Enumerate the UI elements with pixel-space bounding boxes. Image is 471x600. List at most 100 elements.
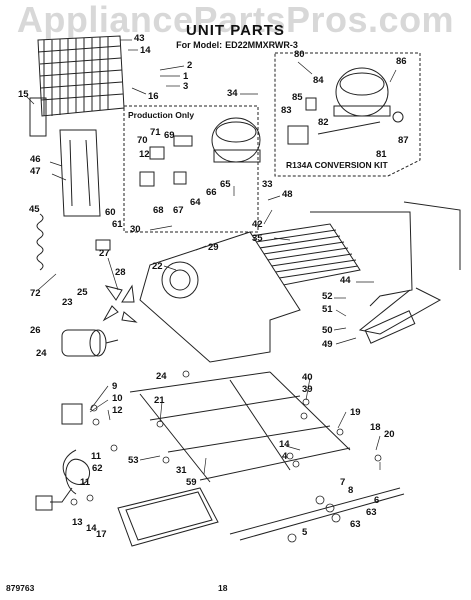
callout: 83: [281, 105, 292, 116]
callout: 8: [348, 485, 354, 496]
base-frame: [129, 371, 405, 541]
callout: 59: [186, 477, 197, 488]
callout: 9: [112, 381, 118, 392]
callout: 66: [206, 187, 217, 198]
callout: 80: [294, 49, 305, 60]
callout: 11: [91, 451, 102, 462]
callout: 22: [152, 261, 163, 272]
callout: 16: [148, 91, 159, 102]
callout: 2: [187, 60, 193, 71]
callout: 18: [370, 422, 381, 433]
callout: 45: [29, 204, 40, 215]
callout: 25: [77, 287, 88, 298]
callout: 34: [227, 88, 238, 99]
callout: 72: [30, 288, 41, 299]
condenser-coil: [29, 35, 125, 137]
callout: 24: [156, 371, 167, 382]
kit-compressor: [335, 67, 389, 117]
callout: 40: [302, 372, 313, 383]
callout: 85: [292, 92, 303, 103]
callout: 47: [30, 166, 41, 177]
callout: 5: [302, 527, 308, 538]
production-only-label: Production Only: [128, 110, 195, 120]
wire-harness: [35, 449, 90, 511]
callout: 4: [282, 451, 288, 462]
callout: 21: [154, 395, 165, 406]
callout: 44: [340, 275, 351, 286]
callout: 12: [139, 149, 150, 160]
callout: 12: [112, 405, 123, 416]
callout: 14: [140, 45, 151, 56]
callout: 64: [190, 197, 201, 208]
callout: 49: [322, 339, 333, 350]
callout: 62: [92, 463, 103, 474]
conversion-kit-label: R134A CONVERSION KIT: [286, 160, 388, 170]
callout: 30: [130, 224, 141, 235]
callout: 82: [318, 117, 329, 128]
callout: 14: [279, 439, 290, 450]
callout: 13: [72, 517, 83, 528]
callout: 50: [322, 325, 333, 336]
watermark: AppliancePartsPros.com: [16, 0, 455, 40]
callout: 23: [62, 297, 73, 308]
callout: 70: [137, 135, 148, 146]
callout: 24: [36, 348, 47, 359]
model-prefix: For Model:: [176, 40, 223, 50]
callout: 87: [398, 135, 409, 146]
callout: 11: [80, 477, 91, 488]
callout: 42: [252, 219, 263, 230]
callout: 7: [340, 477, 346, 488]
callout: 39: [302, 384, 313, 395]
motor-bracket: [139, 231, 301, 363]
callout: 27: [99, 248, 110, 259]
callout: 61: [112, 219, 123, 230]
document-code: 879763: [6, 583, 35, 593]
callout: 53: [128, 455, 139, 466]
drain-pan: [117, 487, 219, 547]
callout: 17: [96, 529, 107, 540]
callout: 31: [176, 465, 187, 476]
model-line: For Model:ED22MMXRWR-3: [0, 40, 471, 50]
condenser-tube: [310, 211, 413, 307]
callout: 48: [282, 189, 293, 200]
callout: 26: [30, 325, 41, 336]
callout: 35: [252, 233, 263, 244]
page-number: 18: [218, 583, 228, 593]
callout: 67: [173, 205, 184, 216]
callout: 19: [350, 407, 361, 418]
callout: 65: [220, 179, 231, 190]
callout: 68: [153, 205, 164, 216]
callout: 46: [30, 154, 41, 165]
callout: 84: [313, 75, 324, 86]
callout: 43: [134, 33, 145, 44]
callout: 1: [183, 71, 189, 82]
callout: 10: [112, 393, 123, 404]
evaporator-plate: [59, 129, 101, 217]
drain-spring: [36, 213, 44, 271]
callout: 69: [164, 130, 175, 141]
conversion-kit-box: [274, 52, 421, 177]
compressor: [211, 117, 261, 163]
callout: 86: [396, 56, 407, 67]
callout: 81: [376, 149, 387, 160]
callout: 20: [384, 429, 395, 440]
fan-blade: [102, 284, 138, 323]
callout: 29: [208, 242, 219, 253]
callout: 28: [115, 267, 126, 278]
callout: 51: [322, 304, 333, 315]
fan-motor: [61, 329, 119, 357]
callout: 3: [183, 81, 189, 92]
callout: 60: [105, 207, 116, 218]
defrost-timer: [61, 403, 83, 425]
callout: 14: [86, 523, 97, 534]
production-only-box: [123, 105, 259, 233]
callout: 63: [350, 519, 361, 530]
callout: 15: [18, 89, 29, 100]
callout: 71: [150, 127, 161, 138]
callout: 52: [322, 291, 333, 302]
callout: 33: [262, 179, 273, 190]
callout: 63: [366, 507, 377, 518]
page-title: UNIT PARTS: [186, 22, 285, 39]
callout: 6: [374, 495, 380, 506]
